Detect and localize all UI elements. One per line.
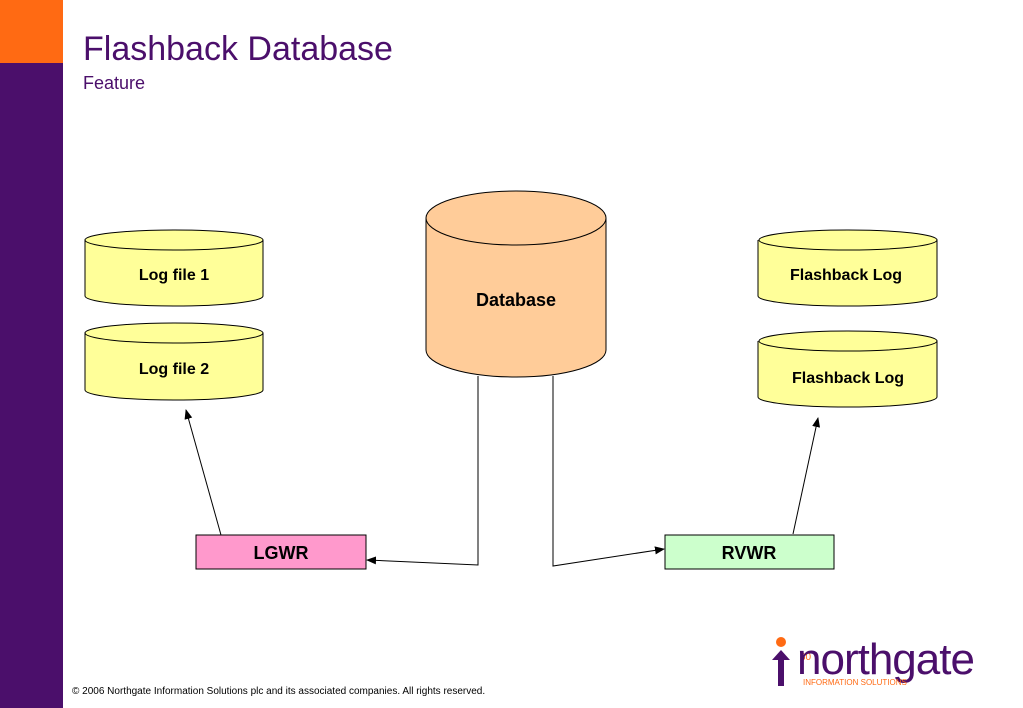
slide-subtitle: Feature xyxy=(83,73,146,93)
rvwr-box: RVWR xyxy=(664,534,835,570)
slide-title: Flashback Database xyxy=(83,30,393,68)
rvwr-label: RVWR xyxy=(722,543,777,563)
flashback-log-2-label: Flashback Log xyxy=(792,370,904,387)
flashback-log-2-cylinder: Flashback Log xyxy=(757,330,938,408)
database-label: Database xyxy=(476,290,556,310)
log-file-2-cylinder: Log file 2 xyxy=(84,322,264,401)
database-to-lgwr-arrow xyxy=(366,376,479,566)
lgwr-to-log-file-2-arrow xyxy=(184,409,222,536)
lgwr-box: LGWR xyxy=(195,534,367,570)
flashback-log-1-cylinder: Flashback Log xyxy=(757,229,938,307)
log-file-1-label: Log file 1 xyxy=(139,267,209,284)
flashback-log-1-label: Flashback Log xyxy=(790,267,902,284)
northgate-logo-icon xyxy=(772,637,790,686)
sidebar-bar xyxy=(0,0,63,708)
log-file-1-cylinder: Log file 1 xyxy=(84,229,264,307)
slide-number: 30 xyxy=(800,652,812,663)
copyright-footer: © 2006 Northgate Information Solutions p… xyxy=(72,686,486,697)
northgate-logo-wordmark: northgate xyxy=(797,635,975,684)
database-cylinder: Database xyxy=(425,190,607,378)
rvwr-to-flashback-log-2-arrow xyxy=(792,417,821,535)
northgate-logo-tagline: INFORMATION SOLUTIONS xyxy=(803,678,907,687)
database-to-rvwr-arrow xyxy=(552,376,665,567)
log-file-2-label: Log file 2 xyxy=(139,361,209,378)
sidebar-accent-block xyxy=(0,0,63,63)
lgwr-label: LGWR xyxy=(254,543,309,563)
